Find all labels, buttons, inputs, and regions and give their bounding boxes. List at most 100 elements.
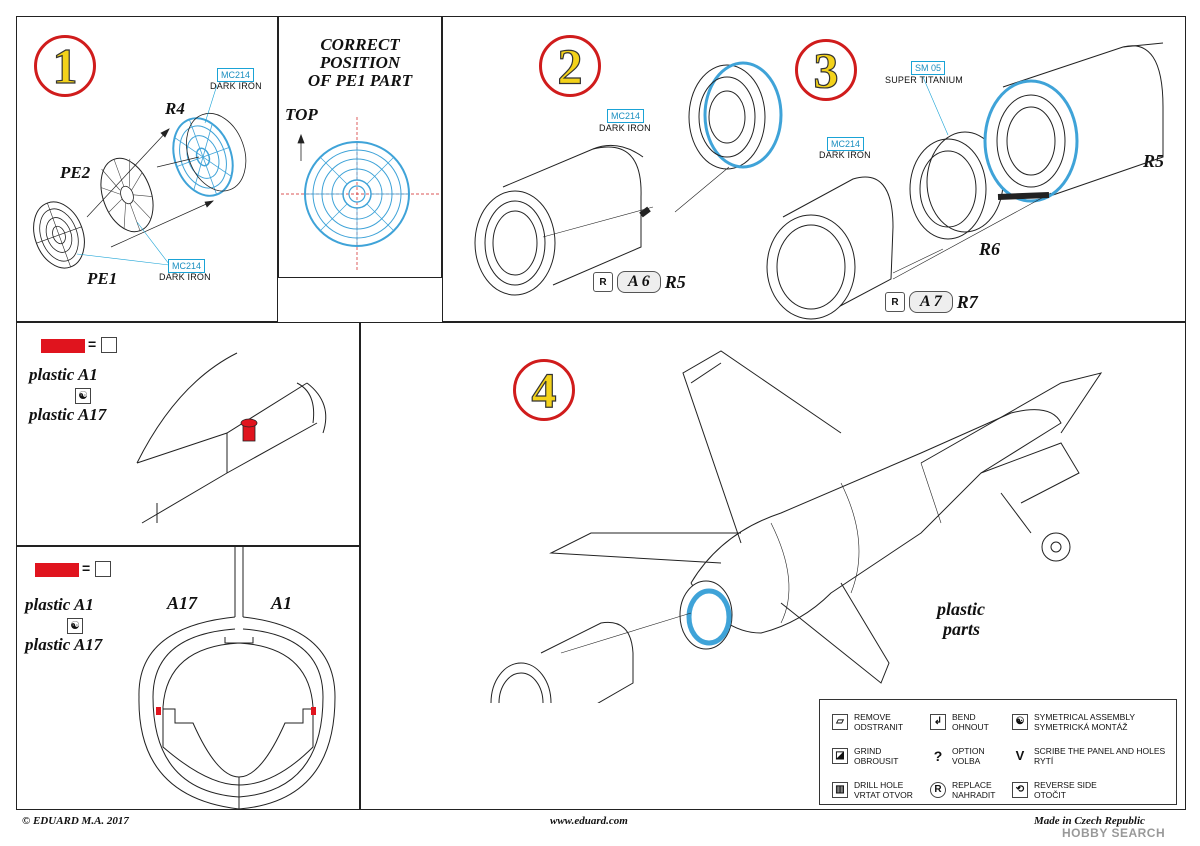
step3-r5: R5 — [1143, 151, 1165, 171]
part-r5: R5 — [664, 271, 686, 292]
step2-mc-code: MC214 — [607, 109, 645, 123]
step2-nozzle — [474, 144, 654, 296]
step3-mc-code: MC214 — [827, 137, 865, 151]
scribe-icon: V — [1015, 748, 1025, 763]
step3-sm-code: SM 05 — [911, 61, 946, 75]
option-icon: ? — [933, 748, 943, 764]
plastic-a1-label: plastic A1 — [29, 365, 98, 384]
legend-remove-cz: ODSTRANIT — [854, 722, 904, 732]
symmetric-icon: ☯ — [75, 388, 91, 404]
correct-title-1: CORRECT — [320, 35, 400, 54]
legend-option-cz: VOLBA — [952, 756, 981, 766]
label-a17: A17 — [167, 593, 198, 613]
panel-a-detail: = plastic A1 ☯ plastic A17 — [16, 322, 360, 546]
legend-bend-cz: OHNOUT — [952, 722, 989, 732]
footer-copyright: © EDUARD M.A. 2017 — [22, 815, 129, 827]
step-1-number: 1 — [34, 35, 96, 97]
intake-detail-drawing — [136, 352, 327, 524]
label-r4: R4 — [165, 99, 185, 118]
footer-made-in: Made in Czech Republic — [1034, 815, 1145, 827]
replace-icon: R — [930, 782, 946, 798]
legend-option-en: OPTION — [952, 746, 985, 756]
grind-icon: ◪ — [832, 748, 848, 764]
pe1-disc — [33, 201, 85, 269]
reverse-icon: ⟲ — [1012, 782, 1028, 798]
r4-blue-face — [172, 113, 247, 197]
equals-sign: = — [82, 560, 91, 576]
step2-mc-name: DARK IRON — [599, 123, 651, 133]
plastic-a1-label: plastic A1 — [25, 595, 94, 614]
legend-scribe-cz: RYTÍ — [1034, 756, 1054, 766]
correct-position-panel: CORRECT POSITION OF PE1 PART TOP — [278, 16, 442, 278]
part-a6: A 6 — [617, 271, 661, 293]
intake-section-drawing — [138, 547, 336, 810]
step-4-panel: 4 plastic parts — [360, 322, 1186, 810]
step3-sm-name: SUPER TITANIUM — [885, 75, 963, 85]
symmetric-icon: ☯ — [1012, 714, 1028, 730]
parts-label: parts — [943, 619, 981, 639]
label-pe2: PE2 — [60, 163, 91, 182]
mc214-name-a: DARK IRON — [210, 81, 262, 91]
mc214-code-a: MC214 — [217, 68, 255, 82]
color-swatch-red — [35, 563, 79, 577]
replace-icon: R — [593, 272, 613, 292]
legend-replace-en: REPLACE — [952, 780, 992, 790]
color-swatch-red — [41, 339, 85, 353]
legend-drill-en: DRILL HOLE — [854, 780, 904, 790]
part-r7: R7 — [956, 291, 978, 312]
legend-bend-en: BEND — [952, 712, 976, 722]
remove-icon — [101, 337, 117, 353]
step3-part-ref: R A 7 R7 — [885, 291, 978, 313]
correct-title-2: POSITION — [319, 53, 401, 72]
replace-icon: R — [885, 292, 905, 312]
legend-remove-en: REMOVE — [854, 712, 891, 722]
legend-grind-en: GRIND — [854, 746, 882, 756]
pe2-disc — [100, 157, 154, 233]
step3-tube — [892, 42, 1164, 280]
plastic-label: plastic — [937, 599, 985, 619]
plastic-a17-label: plastic A17 — [29, 405, 107, 424]
step-1-panel: 1 MC214 DARK IRON R4 PE2 PE1 MC214 DARK … — [16, 16, 278, 322]
drill-icon: ▥ — [832, 782, 848, 798]
legend-sym-en: SYMETRICAL ASSEMBLY — [1034, 712, 1136, 722]
legend-reverse-cz: OTOČIT — [1034, 790, 1066, 800]
legend-replace-cz: NAHRADIT — [952, 790, 996, 800]
equals-sign: = — [88, 336, 97, 352]
symmetric-icon: ☯ — [67, 618, 83, 634]
step3-cage — [909, 76, 1004, 240]
step2-part-ref: R A 6 R5 — [593, 271, 686, 293]
pe1-position-drawing — [281, 117, 439, 272]
aircraft-drawing — [490, 350, 1103, 703]
legend-reverse-en: REVERSE SIDE — [1034, 780, 1097, 790]
label-pe1: PE1 — [87, 269, 118, 288]
top-label: TOP — [285, 105, 318, 124]
footer-website[interactable]: www.eduard.com — [550, 815, 628, 827]
step-4-number: 4 — [513, 359, 575, 421]
panel-b-detail: = plastic A1 ☯ plastic A17 A17 A1 — [16, 546, 360, 810]
remove-icon — [95, 561, 111, 577]
watermark: HOBBY SEARCH — [1062, 826, 1166, 840]
step3-mc-name: DARK IRON — [819, 150, 871, 160]
legend-drill-cz: VRTAT OTVOR — [854, 790, 913, 800]
remove-icon: ▱ — [832, 714, 848, 730]
legend-grind-cz: OBROUSIT — [854, 756, 899, 766]
legend-sym-cz: SYMETRICKÁ MONTÁŽ — [1034, 722, 1128, 732]
step-2-number: 2 — [539, 35, 601, 97]
plastic-a17-label: plastic A17 — [25, 635, 103, 654]
step3-sleeve — [766, 176, 944, 320]
mc214-name-b: DARK IRON — [159, 272, 211, 282]
correct-title-3: OF PE1 PART — [307, 71, 413, 90]
mc214-code-b: MC214 — [168, 259, 206, 273]
step3-r6: R6 — [979, 239, 1001, 259]
pe-parts-drawing — [33, 84, 247, 269]
step-3-number: 3 — [795, 39, 857, 101]
